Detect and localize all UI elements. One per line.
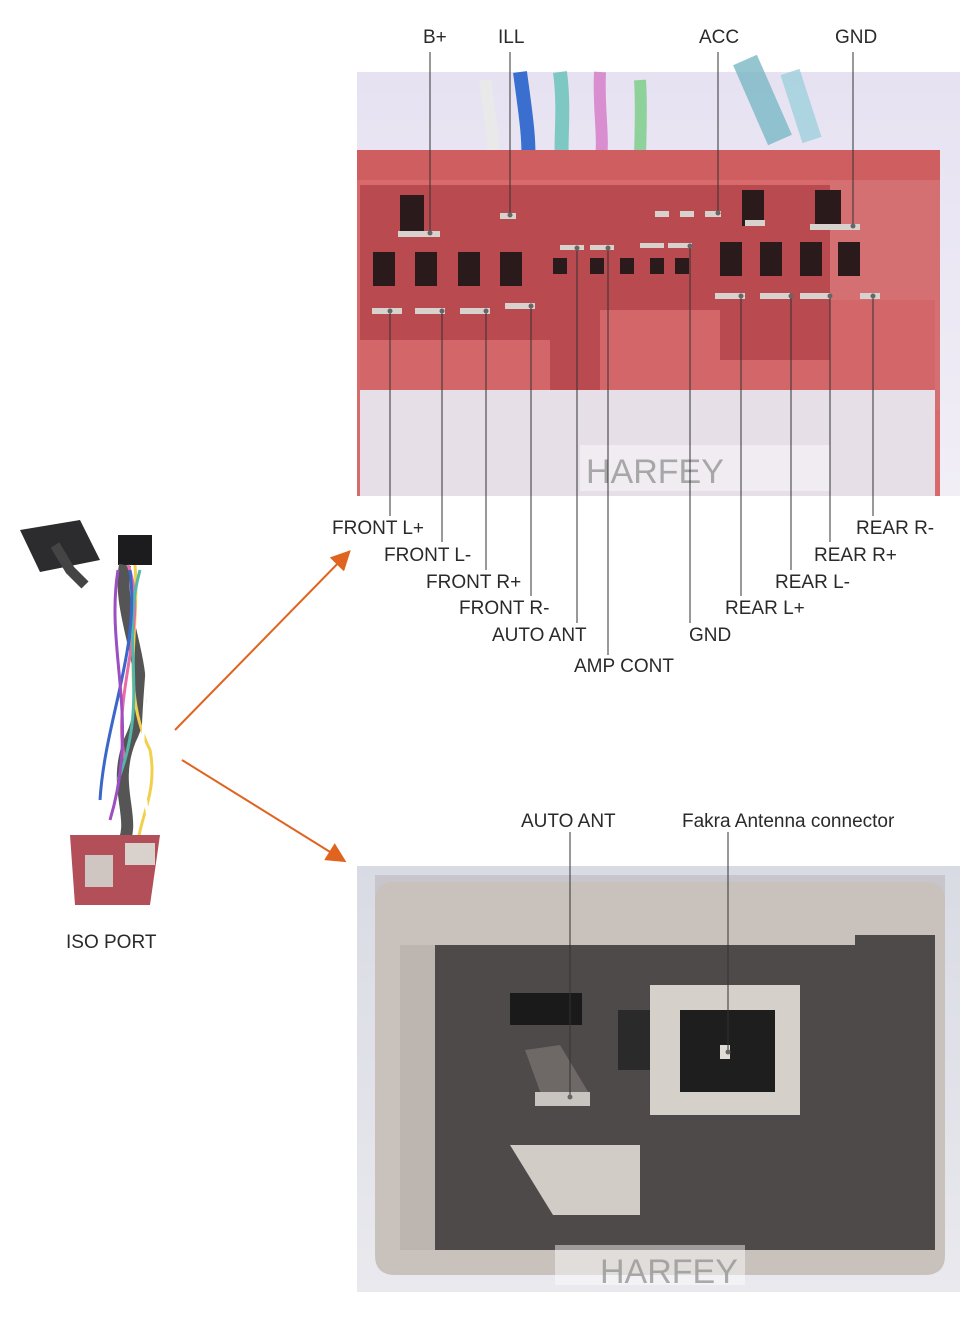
bottom-connector-photo <box>357 866 960 1292</box>
pin-label-front-l-minus: FRONT L- <box>384 545 472 566</box>
pin-label-rear-l-plus: REAR L+ <box>725 598 805 619</box>
pin-label-amp-cont: AMP CONT <box>574 656 674 677</box>
top-connector-photo <box>357 54 960 496</box>
bottom-watermark: HARFEY <box>600 1253 738 1291</box>
pin-label-rear-r-minus: REAR R- <box>856 518 935 539</box>
pin-label-gnd-bottom: GND <box>689 625 732 646</box>
pin-label-rear-l-minus: REAR L- <box>775 572 850 593</box>
top-watermark: HARFEY <box>586 453 724 491</box>
pin-label-fakra-antenna: Fakra Antenna connector <box>682 811 895 832</box>
pin-label-auto-ant: AUTO ANT <box>492 625 587 646</box>
pin-label-auto-ant-fakra: AUTO ANT <box>521 811 616 832</box>
wire-bundle <box>479 54 822 167</box>
top-leader-lines <box>389 52 874 655</box>
bottom-leader-lines <box>569 832 729 1097</box>
pin-label-front-r-plus: FRONT R+ <box>426 572 522 593</box>
pin-label-front-r-minus: FRONT R- <box>459 598 550 619</box>
arrow-to-bottom-connector <box>181 759 347 863</box>
pin-label-b-plus: B+ <box>423 27 447 48</box>
pin-label-ill: ILL <box>498 27 525 48</box>
bottom-pin-dots <box>567 1049 731 1100</box>
pin-label-front-l-plus: FRONT L+ <box>332 518 425 539</box>
harness-label: ISO PORT <box>66 932 157 953</box>
pin-label-gnd-top: GND <box>835 27 878 48</box>
harness-photo <box>20 520 160 905</box>
pin-label-rear-r-plus: REAR R+ <box>814 545 897 566</box>
pin-label-acc: ACC <box>699 27 740 48</box>
top-pin-dots <box>387 210 876 314</box>
arrow-to-top-connector <box>174 550 351 731</box>
